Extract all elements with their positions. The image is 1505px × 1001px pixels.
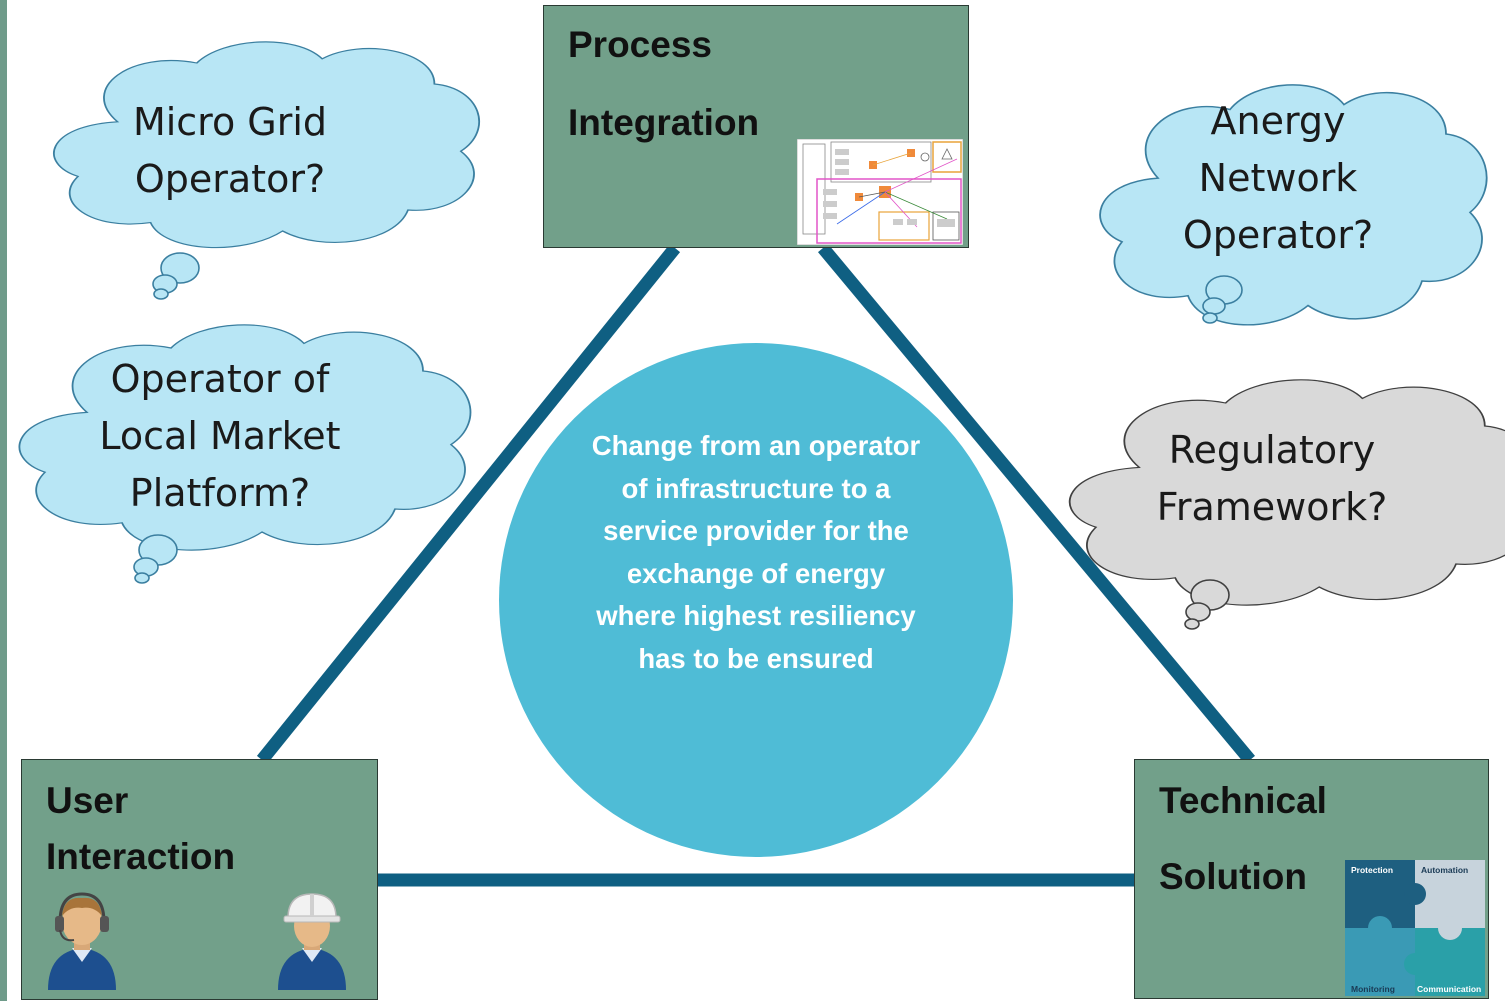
cloud-anergy-bubbles <box>1202 275 1243 324</box>
puzzle-label-protection: Protection <box>1351 865 1394 875</box>
center-statement: Change from an operator of infrastructur… <box>591 430 921 674</box>
cloud-micro-grid-text: Micro Grid Operator? <box>80 94 380 208</box>
user-title-line2: Interaction <box>46 836 236 877</box>
puzzle-pieces <box>1345 860 1485 996</box>
cloud-anergy-line3: Operator? <box>1182 213 1374 257</box>
process-title-line2: Integration <box>568 102 760 143</box>
headset-operator-icon <box>48 892 116 990</box>
puzzle-label-monitoring: Monitoring <box>1351 984 1395 994</box>
cloud-local-market-text: Operator of Local Market Platform? <box>70 351 370 522</box>
cloud-anergy-text: Anergy Network Operator? <box>1128 93 1428 264</box>
cloud-micro-grid-line1: Micro Grid <box>132 100 328 144</box>
cloud-regulatory-line2: Framework? <box>1156 485 1388 529</box>
process-diagram-thumbnail <box>797 139 963 245</box>
center-circle <box>499 343 1013 857</box>
cloud-local-market-bubbles <box>133 534 178 584</box>
cloud-anergy-line2: Network <box>1198 156 1358 200</box>
cloud-local-market-line2: Local Market <box>99 414 341 458</box>
puzzle-label-automation: Automation <box>1421 865 1469 875</box>
left-edge-strip <box>0 0 7 1001</box>
puzzle-label-communication: Communication <box>1417 984 1482 994</box>
cloud-regulatory-text: Regulatory Framework? <box>1122 422 1422 536</box>
connector-left <box>256 243 681 765</box>
cloud-regulatory-bubbles <box>1184 579 1230 630</box>
puzzle-graphic: Protection Automation Monitoring Communi… <box>1345 860 1485 996</box>
technical-title-line2: Solution <box>1159 856 1307 897</box>
cloud-local-market-line3: Platform? <box>129 471 311 515</box>
user-title-line1: User <box>46 780 129 821</box>
cloud-regulatory-line1: Regulatory <box>1168 428 1376 472</box>
process-integration-box: Process Integration <box>543 5 969 248</box>
cloud-micro-grid-bubbles <box>152 252 200 300</box>
hardhat-worker-icon <box>278 893 346 990</box>
cloud-local-market-line1: Operator of <box>110 357 330 401</box>
technical-solution-box: Technical Solution Protection Automation… <box>1134 759 1489 999</box>
cloud-micro-grid-line2: Operator? <box>134 157 326 201</box>
connector-right <box>818 243 1255 765</box>
user-interaction-box: User Interaction <box>21 759 378 1000</box>
process-title-line1: Process <box>568 24 712 65</box>
technical-title-line1: Technical <box>1159 780 1327 821</box>
cloud-anergy-line1: Anergy <box>1210 99 1346 143</box>
